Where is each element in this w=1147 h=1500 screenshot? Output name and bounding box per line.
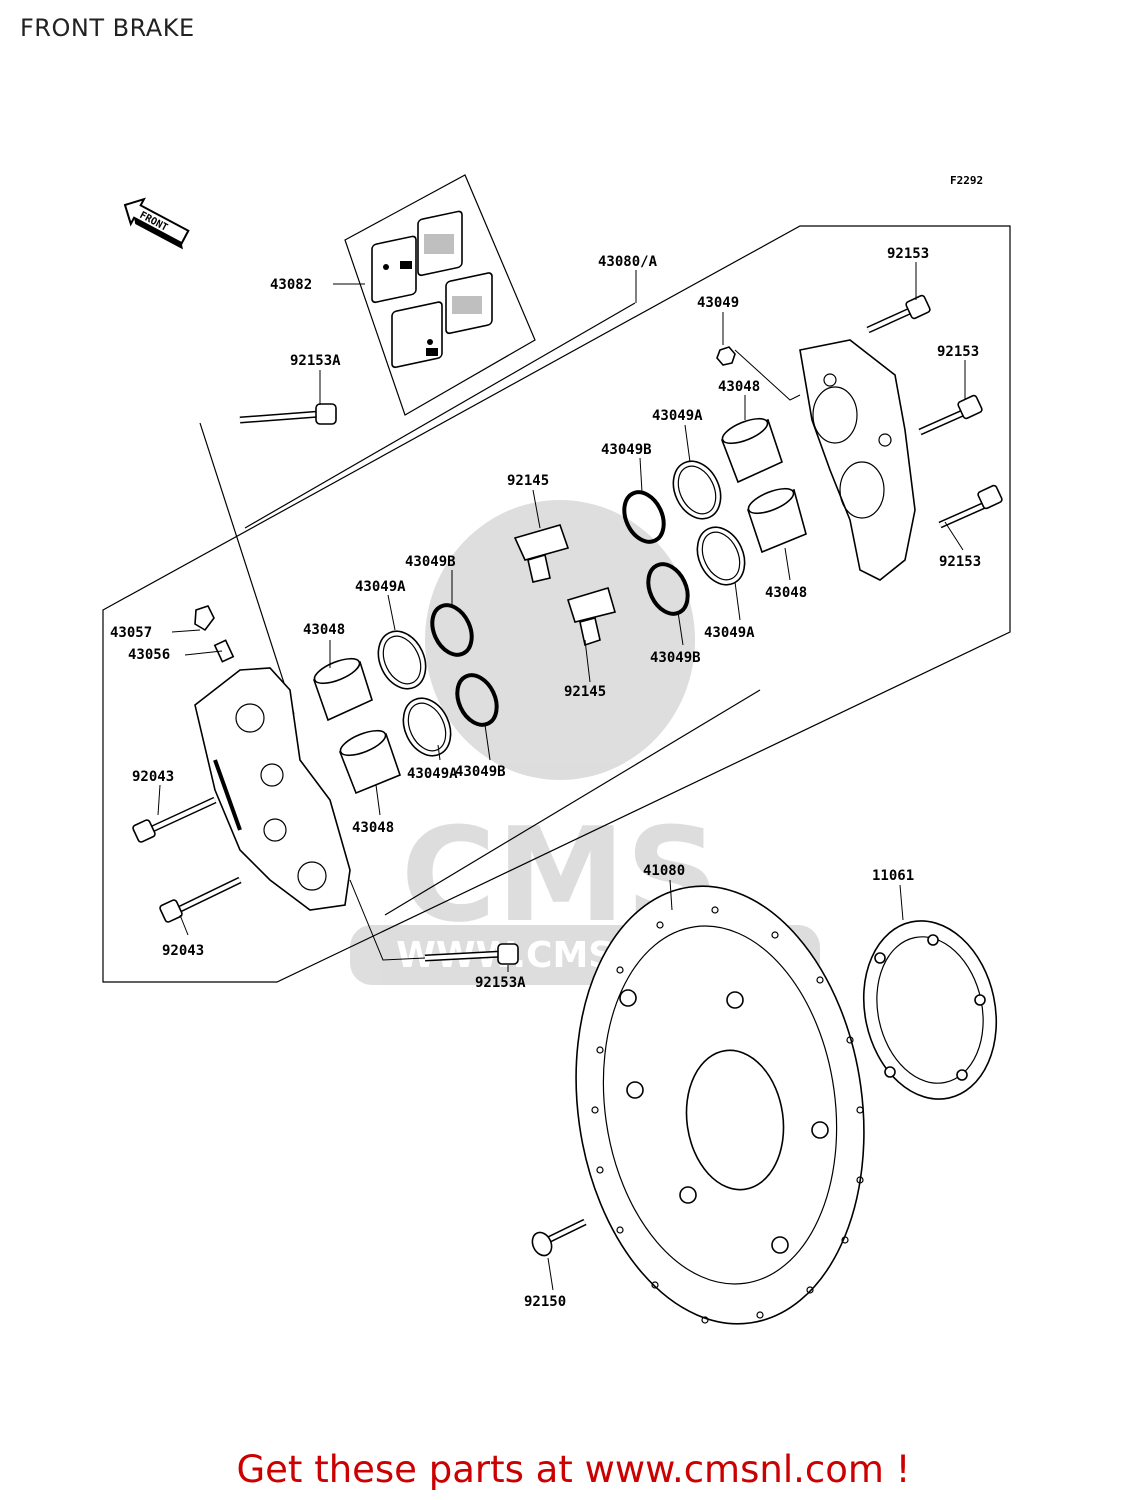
label-43048-l1: 43048 [303,622,345,638]
label-43080A: 43080/A [598,254,658,270]
piston-43048-r1 [720,417,783,484]
label-43056: 43056 [128,647,170,663]
label-43049A-r1: 43049A [652,408,703,424]
brake-pad-set [344,174,536,416]
leader-lines [157,262,966,1291]
pad-spring-92145-top [513,524,570,583]
disc-bolt-92150 [531,1218,587,1257]
label-43049B-l2: 43049B [455,764,506,780]
front-arrow-icon: FRONT [123,197,190,250]
label-43049A-r2: 43049A [704,625,755,641]
piston-43048-l1 [312,657,373,722]
label-11061: 11061 [872,868,914,884]
seal-43049B-l1 [430,603,474,657]
label-43048-r2: 43048 [765,585,807,601]
nut-43049 [716,346,736,366]
brake-disc [575,885,865,1325]
label-92043-bot: 92043 [162,943,204,959]
footer-promo-link[interactable]: Get these parts at www.cmsnl.com ! [236,1448,911,1491]
label-43057: 43057 [110,625,152,641]
label-92043-top: 92043 [132,769,174,785]
seal-43049B-l2 [455,673,499,727]
label-43082: 43082 [270,277,312,293]
bolt-92153-bot [938,484,1003,529]
pad-spring-92145-bot [566,587,617,647]
exploded-parts-diagram: CMS WWW.CMSNL.COM F2292 FRONT [102,174,1011,1325]
seal-43049B-r2 [646,562,690,616]
bolt-92043-bot [159,876,242,923]
label-43048-l2: 43048 [352,820,394,836]
piston-43048-r2 [747,487,807,554]
label-43049A-l1: 43049A [355,579,406,595]
label-92150: 92150 [524,1294,566,1310]
bolt-92153-mid [918,394,983,436]
label-43049-top: 43049 [697,295,739,311]
disc-shim [862,920,998,1100]
part-labels: 43082 43080/A 92153 43049 92153 92153A 4… [110,246,981,1310]
bolt-92153A-top [239,403,337,425]
page-title: FRONT BRAKE [20,14,195,42]
label-43049A-l2: 43049A [407,766,458,782]
left-caliper-body [194,667,351,911]
bolt-92153A-bot [424,943,519,965]
seal-43049A-r1 [672,460,722,520]
bolt-92153-top [866,294,931,334]
label-92145-top: 92145 [507,473,549,489]
right-caliper-body [799,339,916,581]
bolt-92043-top [132,796,217,843]
label-92153-mid: 92153 [937,344,979,360]
label-92153-bot: 92153 [939,554,981,570]
label-43049B-r1: 43049B [601,442,652,458]
label-43049B-l1: 43049B [405,554,456,570]
seal-43049A-r2 [696,526,746,586]
label-43049B-r2: 43049B [650,650,701,666]
label-43048-r1: 43048 [718,379,760,395]
caliper-assembly-frame [102,225,1011,983]
label-92153-top: 92153 [887,246,929,262]
label-92145-bot: 92145 [564,684,606,700]
bleeder-valve [194,605,235,663]
piston-43048-l2 [338,729,402,795]
figure-code: F2292 [950,174,983,187]
seal-43049B-r1 [622,490,666,544]
seal-43049A-l1 [377,630,427,690]
label-41080: 41080 [643,863,685,879]
label-92153A-top: 92153A [290,353,341,369]
label-92153A-bot: 92153A [475,975,526,991]
